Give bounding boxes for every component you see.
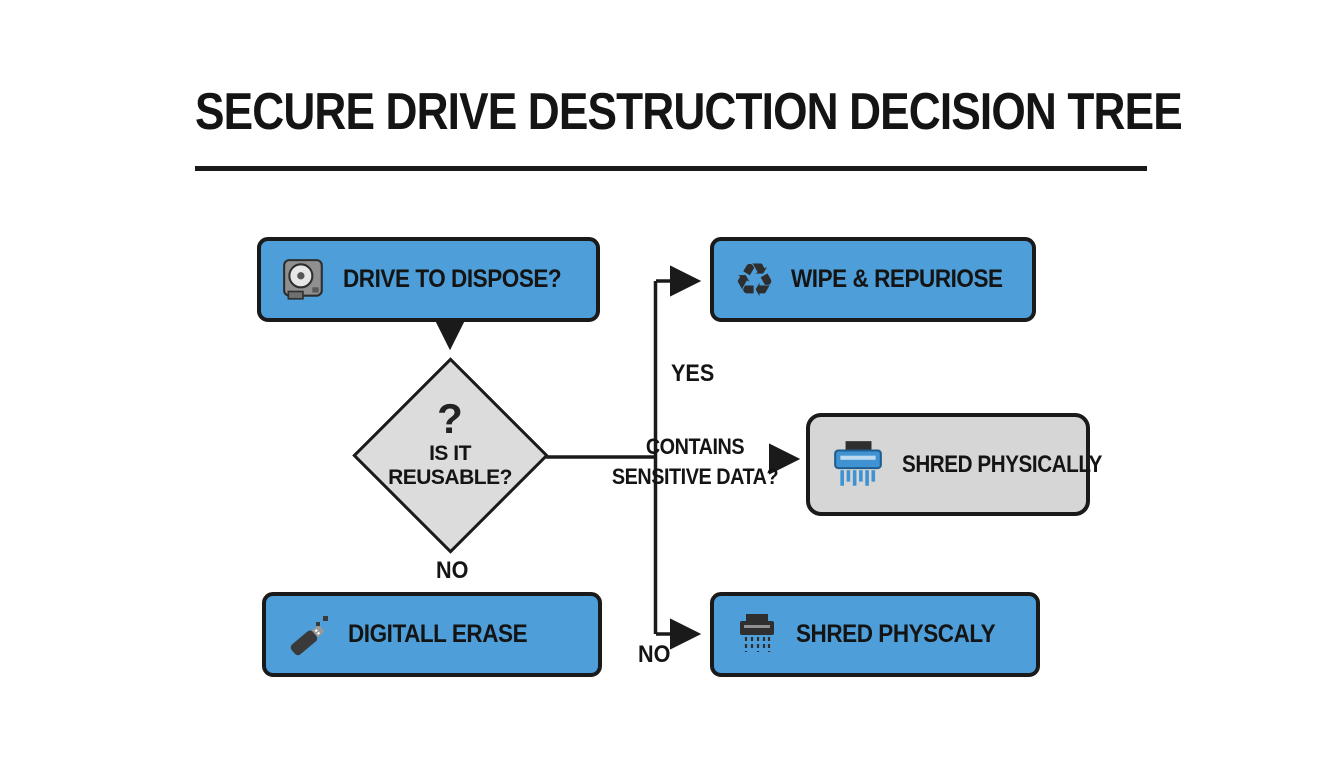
- node-label: WIPE & REPURIOSE: [791, 265, 1003, 293]
- node-digital-erase: DIGITALL ERASE: [262, 592, 602, 677]
- edge-label-yes: YES: [671, 360, 715, 387]
- contains-line-2: SENSITIVE DATA?: [611, 463, 779, 489]
- edge-label-no-diamond: NO: [436, 557, 469, 584]
- node-drive-to-dispose: DRIVE TO DISPOSE?: [257, 237, 600, 322]
- edge-label-no-bottom: NO: [638, 641, 671, 668]
- hard-drive-icon: [281, 257, 327, 303]
- node-label: SHRED PHYSCALY: [796, 620, 996, 648]
- edge-label-contains-sensitive-data: CONTAINS SENSITIVE DATA?: [610, 432, 781, 491]
- title-underline: [195, 166, 1147, 171]
- shredder-icon: [830, 437, 886, 493]
- page-title: SECURE DRIVE DESTRUCTION DECISION TREE: [195, 83, 1183, 141]
- node-label: SHRED PHYSICALLY: [902, 450, 1102, 478]
- node-label: DIGITALL ERASE: [348, 620, 528, 648]
- decision-label: IS IT REUSABLE?: [388, 442, 512, 490]
- node-label: DRIVE TO DISPOSE?: [343, 265, 562, 293]
- decision-diamond-content: ? IS IT REUSABLE?: [378, 395, 522, 490]
- printer-shredder-icon: [734, 612, 780, 658]
- node-shred-physically-bottom: SHRED PHYSCALY: [710, 592, 1040, 677]
- recycle-icon: ♻: [734, 252, 776, 307]
- node-wipe-repurpose: ♻ WIPE & REPURIOSE: [710, 237, 1036, 322]
- question-mark: ?: [437, 395, 463, 442]
- node-shred-physically: SHRED PHYSICALLY: [806, 413, 1102, 516]
- contains-line-1: CONTAINS: [645, 434, 745, 459]
- usb-drive-icon: [286, 612, 332, 658]
